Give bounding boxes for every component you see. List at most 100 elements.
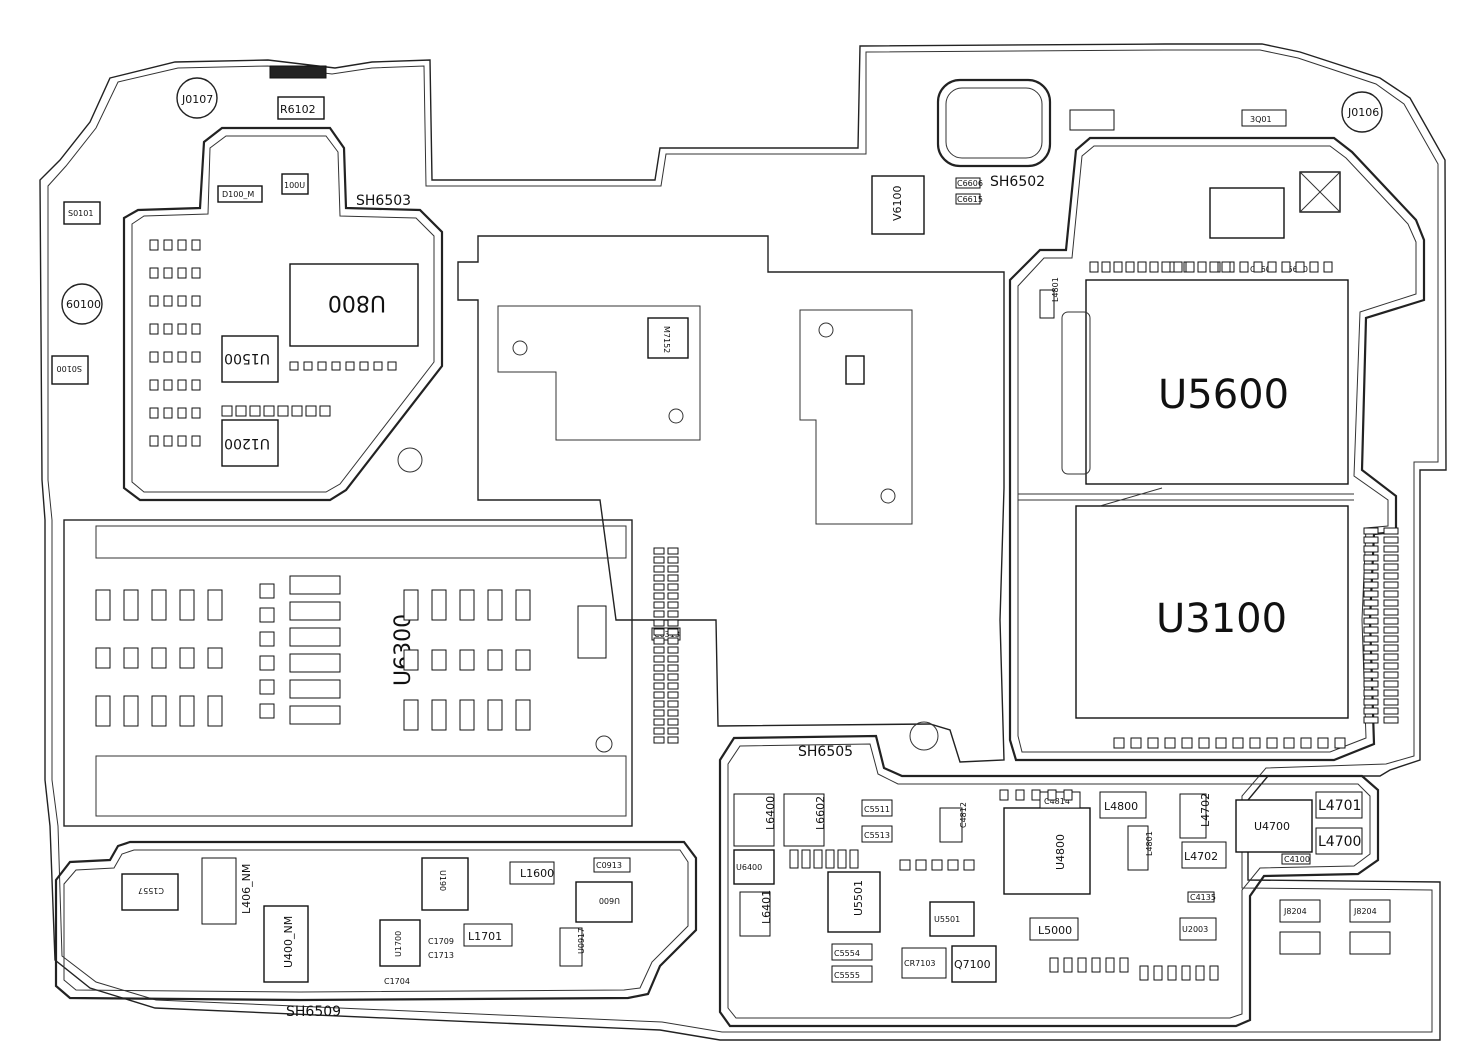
passive-pad (1383, 617, 1399, 625)
passive-pad (305, 405, 317, 417)
passive-pad (149, 435, 159, 447)
passive-pad (653, 574, 665, 582)
chip-u190: U190 (438, 870, 447, 891)
passive-components (95, 239, 1399, 981)
passive-pad (289, 705, 341, 725)
switch-s0101: S0101 (68, 209, 93, 218)
passive-pad (177, 379, 187, 391)
passive-pad (653, 628, 665, 636)
chip-u4700: U4700 (1254, 820, 1290, 833)
cap-c5554: C5554 (834, 949, 860, 958)
passive-pad (163, 435, 173, 447)
passive-pad (653, 691, 665, 699)
passive-pad (1130, 737, 1142, 749)
passive-pad (1047, 789, 1057, 801)
passive-pad (1317, 737, 1329, 749)
passive-pad (163, 407, 173, 419)
passive-pad (653, 718, 665, 726)
inductor-l4800: L4800 (1104, 800, 1138, 813)
passive-pad (801, 849, 811, 869)
passive-pad (1383, 527, 1399, 535)
passive-pad (999, 789, 1009, 801)
passive-pad (1383, 689, 1399, 697)
passive-pad (667, 646, 679, 654)
passive-pad (259, 631, 275, 647)
chip-u5600-body (1085, 279, 1349, 485)
passive-pad (789, 849, 799, 869)
passive-pad (1363, 698, 1379, 706)
connector-j8204b: J8204 (1353, 907, 1377, 916)
passive-pad (179, 695, 195, 727)
passive-pad (359, 361, 369, 371)
passive-pad (259, 703, 275, 719)
passive-pad (163, 267, 173, 279)
passive-pad (1221, 261, 1231, 273)
passive-pad (1283, 737, 1295, 749)
passive-pad (1137, 261, 1147, 273)
svg-text:M7152: M7152 (662, 326, 671, 353)
passive-pad (1195, 965, 1205, 981)
passive-pad (149, 407, 159, 419)
passive-pad (191, 435, 201, 447)
passive-pad (191, 267, 201, 279)
passive-pad (653, 583, 665, 591)
chip-v6100: V6100 (891, 185, 904, 221)
passive-pad (207, 589, 223, 621)
passive-pad (1363, 716, 1379, 724)
passive-pad (653, 637, 665, 645)
chip-u0917: U0917 (577, 928, 586, 954)
passive-pad (191, 379, 201, 391)
passive-pad (1363, 608, 1379, 616)
passive-pad (1363, 671, 1379, 679)
passive-pad (1383, 698, 1399, 706)
passive-pad (1383, 680, 1399, 688)
passive-pad (1363, 644, 1379, 652)
passive-pad (403, 699, 419, 731)
passive-pad (151, 647, 167, 669)
passive-pad (149, 323, 159, 335)
passive-pad (899, 859, 911, 871)
passive-pad (1300, 737, 1312, 749)
cap-c5620: C5620 (1282, 265, 1308, 274)
chip-u400nm: U400_NM (282, 916, 295, 968)
passive-pad (667, 547, 679, 555)
passive-pad (1113, 737, 1125, 749)
passive-pad (1363, 653, 1379, 661)
passive-pad (515, 589, 531, 621)
passive-pad (487, 649, 503, 671)
passive-pad (263, 405, 275, 417)
passive-pad (431, 589, 447, 621)
passive-pad (1209, 965, 1219, 981)
passive-pad (277, 405, 289, 417)
passive-pad (123, 695, 139, 727)
cap-c6606: C6606 (957, 179, 983, 188)
board-outline (39, 43, 1447, 1041)
passive-pad (1063, 957, 1073, 973)
svg-text:100U: 100U (284, 181, 305, 190)
passive-pad (667, 691, 679, 699)
passive-pad (177, 323, 187, 335)
passive-pad (667, 727, 679, 735)
passive-pad (667, 610, 679, 618)
passive-pad (837, 849, 847, 869)
passive-pad (95, 647, 111, 669)
passive-pad (667, 655, 679, 663)
svg-text:L4801: L4801 (1051, 277, 1060, 302)
passive-pad (431, 699, 447, 731)
cap-c1709: C1709 (428, 937, 454, 946)
passive-pad (653, 673, 665, 681)
passive-pad (163, 323, 173, 335)
label-sh6505: SH6505 (798, 744, 853, 760)
passive-pad (1383, 581, 1399, 589)
passive-pad (1363, 536, 1379, 544)
cap-c4812: C4812 (959, 802, 968, 828)
passive-pad (123, 647, 139, 669)
inductor-l4801: L4801 (1145, 831, 1154, 856)
chip-u5600: U5600 (1158, 372, 1289, 418)
passive-pad (667, 601, 679, 609)
passive-pad (373, 361, 383, 371)
passive-pad (1113, 261, 1123, 273)
passive-pad (1383, 554, 1399, 562)
inductor-l4702a: L4702 (1199, 793, 1212, 827)
passive-pad (1363, 662, 1379, 670)
